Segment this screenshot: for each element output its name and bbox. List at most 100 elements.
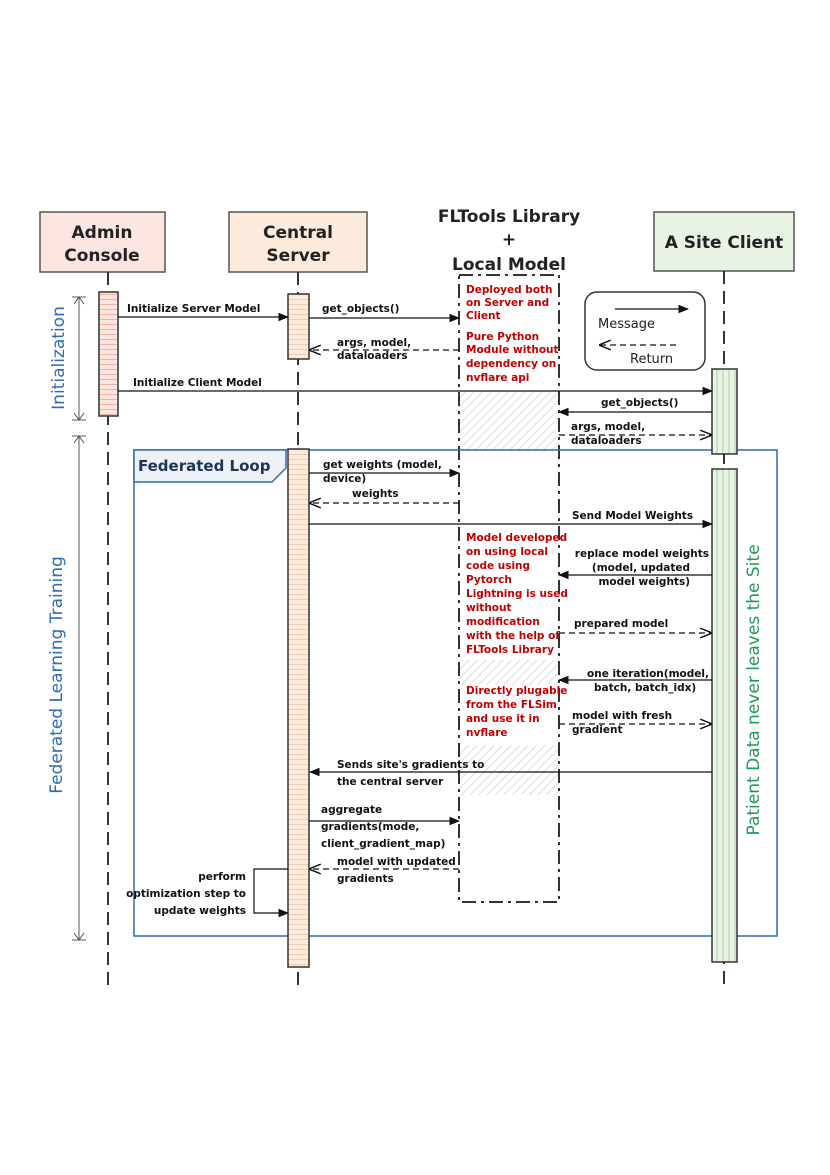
library-hatch-2	[459, 660, 559, 685]
server-activation-init	[287, 293, 310, 360]
note-pure-python-line3: dependency on	[466, 358, 556, 370]
msg-fresh-gradient-line2: gradient	[572, 724, 623, 736]
msg-replace-line2: (model, updated	[592, 562, 690, 574]
note-directly-plugable: Directly plugable from the FLSim and use…	[466, 685, 567, 739]
note-model-dev-line1: Model developed	[466, 532, 567, 544]
note-pure-python: Pure Python Module without dependency on…	[466, 331, 559, 384]
msg-init-client: Initialize Client Model	[118, 377, 714, 396]
client-activation-init	[711, 368, 738, 455]
note-model-dev-line6: without	[466, 602, 512, 614]
server-activation-loop	[287, 448, 310, 968]
msg-aggregate-gradients: aggregate gradients(mode, client_gradien…	[309, 804, 461, 850]
note-model-dev-line9: FLTools Library	[466, 644, 554, 656]
msg-send-model-weights-label: Send Model Weights	[572, 510, 693, 522]
participant-fltools-library: FLTools Library + Local Model	[438, 207, 580, 275]
msg-weights-return: weights	[310, 488, 459, 503]
msg-optimize-line3: update weights	[154, 905, 246, 917]
library-label-line3: Local Model	[452, 255, 566, 275]
library-hatch-1	[459, 390, 559, 450]
patient-data-note: Patient Data never leaves the Site	[744, 544, 764, 835]
library-label-line2: +	[502, 230, 516, 250]
legend-message-label: Message	[598, 317, 655, 332]
federated-loop-frame: Federated Loop	[133, 449, 778, 937]
msg-return-server: args, model, dataloaders	[310, 337, 459, 362]
note-model-dev-line3: code using	[466, 560, 530, 572]
msg-get-objects-client-label: get_objects()	[601, 397, 678, 409]
msg-init-server: Initialize Server Model	[118, 303, 290, 322]
note-model-dev-line2: on using local	[466, 546, 548, 558]
msg-get-objects-client: get_objects()	[557, 397, 712, 417]
library-label-line1: FLTools Library	[438, 207, 580, 227]
note-model-dev-line7: modification	[466, 616, 540, 628]
note-deployed: Deployed both on Server and Client	[466, 284, 553, 322]
msg-get-objects-server: get_objects()	[309, 303, 461, 323]
msg-prepared-model-label: prepared model	[574, 618, 668, 630]
msg-return-server-line2: dataloaders	[337, 350, 408, 362]
msg-updated-gradients-line1: model with updated	[337, 856, 456, 868]
participant-central-server: Central Server	[228, 211, 368, 273]
note-deployed-line2: on Server and	[466, 297, 549, 309]
client-activation-loop	[711, 468, 738, 963]
note-model-dev-line8: with the help of	[466, 630, 560, 642]
msg-get-weights-line2: device)	[323, 473, 366, 485]
note-plugable-line3: and use it in	[466, 713, 540, 725]
msg-updated-gradients-line2: gradients	[337, 873, 394, 885]
msg-fresh-gradient: model with fresh gradient	[559, 710, 711, 736]
legend-return-label: Return	[630, 352, 673, 367]
msg-get-weights: get weights (model, device)	[309, 459, 461, 485]
msg-replace-line1: replace model weights	[575, 548, 709, 560]
training-phase-marker: Federated Learning Training	[47, 435, 86, 941]
msg-init-server-label: Initialize Server Model	[127, 303, 260, 315]
note-pure-python-line2: Module without	[466, 344, 559, 356]
msg-one-iteration-line1: one iteration(model,	[587, 668, 709, 680]
library-hatch-3	[459, 745, 559, 795]
msg-return-client-line1: args, model,	[571, 421, 645, 433]
msg-return-server-line1: args, model,	[337, 337, 411, 349]
msg-replace-line3: model weights)	[598, 576, 690, 588]
msg-optimize-line2: optimization step to	[126, 888, 246, 900]
msg-sends-gradients: Sends site's gradients to the central se…	[308, 759, 712, 788]
training-label: Federated Learning Training	[47, 556, 67, 794]
note-plugable-line4: nvflare	[466, 727, 508, 739]
msg-sends-gradients-line1: Sends site's gradients to	[337, 759, 484, 771]
msg-fresh-gradient-line1: model with fresh	[572, 710, 672, 722]
msg-return-client-line2: dataloaders	[571, 435, 642, 447]
note-deployed-line1: Deployed both	[466, 284, 553, 296]
msg-updated-gradients: model with updated gradients	[310, 856, 459, 885]
msg-sends-gradients-line2: the central server	[337, 776, 444, 788]
server-label-line1: Central	[263, 223, 333, 243]
msg-optimize-line1: perform	[198, 871, 246, 883]
participant-site-client: A Site Client	[653, 211, 795, 272]
federated-loop-label: Federated Loop	[138, 457, 271, 475]
initialization-label: Initialization	[49, 306, 69, 410]
legend: Message Return	[584, 291, 706, 371]
note-plugable-line1: Directly plugable	[466, 685, 567, 697]
msg-send-model-weights: Send Model Weights	[309, 510, 714, 529]
note-model-dev-line5: Lightning is used	[466, 588, 568, 600]
server-label-line2: Server	[266, 246, 330, 266]
msg-weights-label: weights	[352, 488, 399, 500]
admin-label-line2: Console	[64, 246, 139, 266]
note-model-dev-line4: Pytorch	[466, 574, 512, 586]
participant-admin-console: Admin Console	[39, 211, 166, 273]
note-plugable-line2: from the FLSim	[466, 699, 557, 711]
msg-get-objects-server-label: get_objects()	[322, 303, 399, 315]
msg-aggregate-line1: aggregate	[321, 804, 382, 816]
note-pure-python-line4: nvflare api	[466, 372, 529, 384]
msg-replace-weights: replace model weights (model, updated mo…	[557, 548, 712, 588]
admin-label-line1: Admin	[72, 223, 133, 243]
msg-one-iteration: one iteration(model, batch, batch_idx)	[557, 668, 712, 694]
library-region	[458, 274, 560, 903]
client-label: A Site Client	[665, 233, 784, 253]
note-deployed-line3: Client	[466, 310, 501, 322]
msg-self-optimization: perform optimization step to update weig…	[126, 868, 290, 918]
note-pure-python-line1: Pure Python	[466, 331, 539, 343]
admin-activation	[98, 291, 119, 417]
msg-get-weights-line1: get weights (model,	[323, 459, 442, 471]
msg-aggregate-line3: client_gradient_map)	[321, 838, 445, 850]
note-model-developed: Model developed on using local code usin…	[466, 532, 568, 656]
msg-return-client: args, model, dataloaders	[559, 421, 711, 447]
msg-aggregate-line2: gradients(mode,	[321, 821, 419, 833]
msg-init-client-label: Initialize Client Model	[133, 377, 262, 389]
